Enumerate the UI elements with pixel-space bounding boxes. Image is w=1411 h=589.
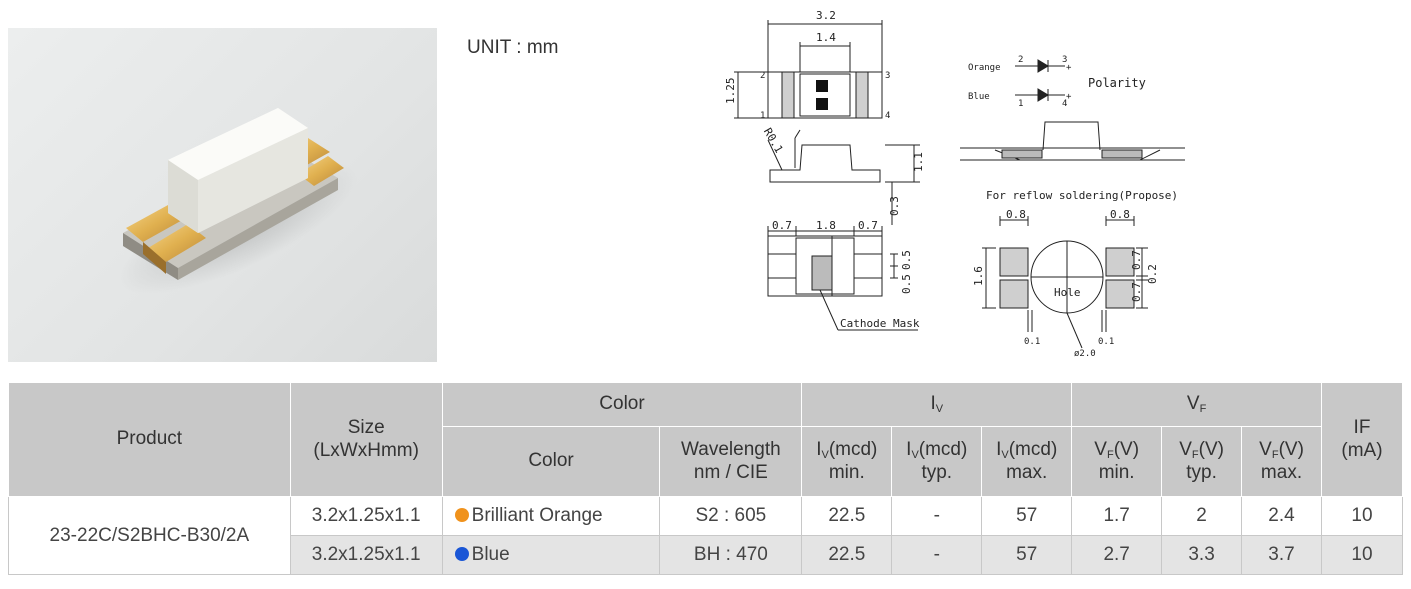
cell-iv-min: 22.5 [801,535,893,575]
header-vf-group: VF [1071,382,1322,427]
product-photo [8,28,437,362]
reflow-title: For reflow soldering(Propose) [986,189,1178,202]
dim-height: 1.1 [912,152,925,172]
cell-vf-typ: 2 [1161,496,1243,536]
header-vf-max: VF(V)max. [1241,426,1322,497]
hole-label: Hole [1054,286,1081,299]
pin-3-label: 3 [885,71,890,81]
header-iv-min: IV(mcd)min. [801,426,893,497]
product-name: 23-22C/S2BHC-B30/2A [8,496,291,575]
polarity-plus-bottom: + [1066,92,1072,102]
cell-iv-typ: - [891,496,983,536]
cell-wavelength: BH : 470 [659,535,803,575]
polarity-pin-3: 3 [1062,55,1067,65]
dim-half-top: 0.5 [900,250,913,270]
pad-height-total: 1.6 [972,266,985,286]
dim-pad-right: 0.7 [858,219,878,232]
spec-table: Product Size(LxWxHmm) Color IV VF IF(mA)… [8,382,1404,575]
header-vf-min: VF(V)min. [1071,426,1163,497]
dim-base: 0.3 [888,196,901,216]
header-size: Size(LxWxHmm) [289,382,443,497]
cell-vf-min: 1.7 [1071,496,1163,536]
dimension-drawing: 3.2 1.4 1.25 2 1 3 4 R0.1 1.1 0.3 0.7 1.… [724,9,1185,359]
header-iv-typ: IV(mcd)typ. [891,426,983,497]
led-chip-image [118,108,358,294]
header-vf-typ: VF(V)typ. [1161,426,1243,497]
header-product: Product [8,382,291,497]
cell-color: Blue [441,535,661,575]
pad-height-bottom: 0.7 [1130,282,1143,302]
header-iv-max: IV(mcd)max. [981,426,1073,497]
color-dot-orange [454,508,469,522]
pad-height-top: 0.7 [1130,250,1143,270]
dim-center: 1.8 [816,219,836,232]
table-row: 23-22C/S2BHC-B30/2A 3.2x1.25x1.1 Brillia… [8,496,1404,575]
dim-width: 1.25 [724,78,737,105]
cell-if: 10 [1320,535,1404,575]
cell-if: 10 [1320,496,1404,536]
polarity-blue-label: Blue [968,92,990,102]
pin-4-label: 4 [885,111,890,121]
cell-iv-min: 22.5 [801,496,893,536]
pad-gap: 0.2 [1146,264,1159,284]
cell-iv-typ: - [891,535,983,575]
header-iv-group: IV [801,382,1073,427]
header-if: IF(mA) [1320,382,1404,497]
cathode-mask-label: Cathode Mask [840,317,920,330]
polarity-plus-top: + [1066,63,1072,73]
dim-pad-left: 0.7 [772,219,792,232]
hole-diameter: ø2.0 [1074,349,1096,359]
dim-radius: R0.1 [761,126,786,155]
cell-vf-min: 2.7 [1071,535,1163,575]
dim-inner: 1.4 [816,31,836,44]
polarity-pin-2: 2 [1018,55,1023,65]
unit-label: UNIT : mm [467,37,559,58]
pad-width-left: 0.8 [1006,208,1026,221]
polarity-pin-1: 1 [1018,99,1023,109]
header-color-group: Color [441,382,803,427]
cell-wavelength: S2 : 605 [659,496,803,536]
header-color: Color [441,426,661,497]
color-dot-blue [454,547,469,561]
cell-vf-max: 2.4 [1241,496,1322,536]
gap-right: 0.1 [1098,337,1114,347]
polarity-pin-4: 4 [1062,99,1067,109]
dim-length: 3.2 [816,9,836,22]
cell-iv-max: 57 [981,496,1073,536]
polarity-title: Polarity [1088,76,1146,90]
pad-width-right: 0.8 [1110,208,1130,221]
pin-1-label: 1 [760,111,765,121]
cell-color: Brilliant Orange [441,496,661,536]
dim-half-bottom: 0.5 [900,274,913,294]
pin-2-label: 2 [760,71,765,81]
table-row: 3.2x1.25x1.1 Blue BH : 470 22.5 - 57 2.7… [9,535,1404,575]
polarity-orange-label: Orange [968,63,1001,73]
gap-left: 0.1 [1024,337,1040,347]
cell-vf-typ: 3.3 [1161,535,1243,575]
cell-size: 3.2x1.25x1.1 [289,496,443,536]
cell-size: 3.2x1.25x1.1 [289,535,443,575]
cell-iv-max: 57 [981,535,1073,575]
cell-vf-max: 3.7 [1241,535,1322,575]
